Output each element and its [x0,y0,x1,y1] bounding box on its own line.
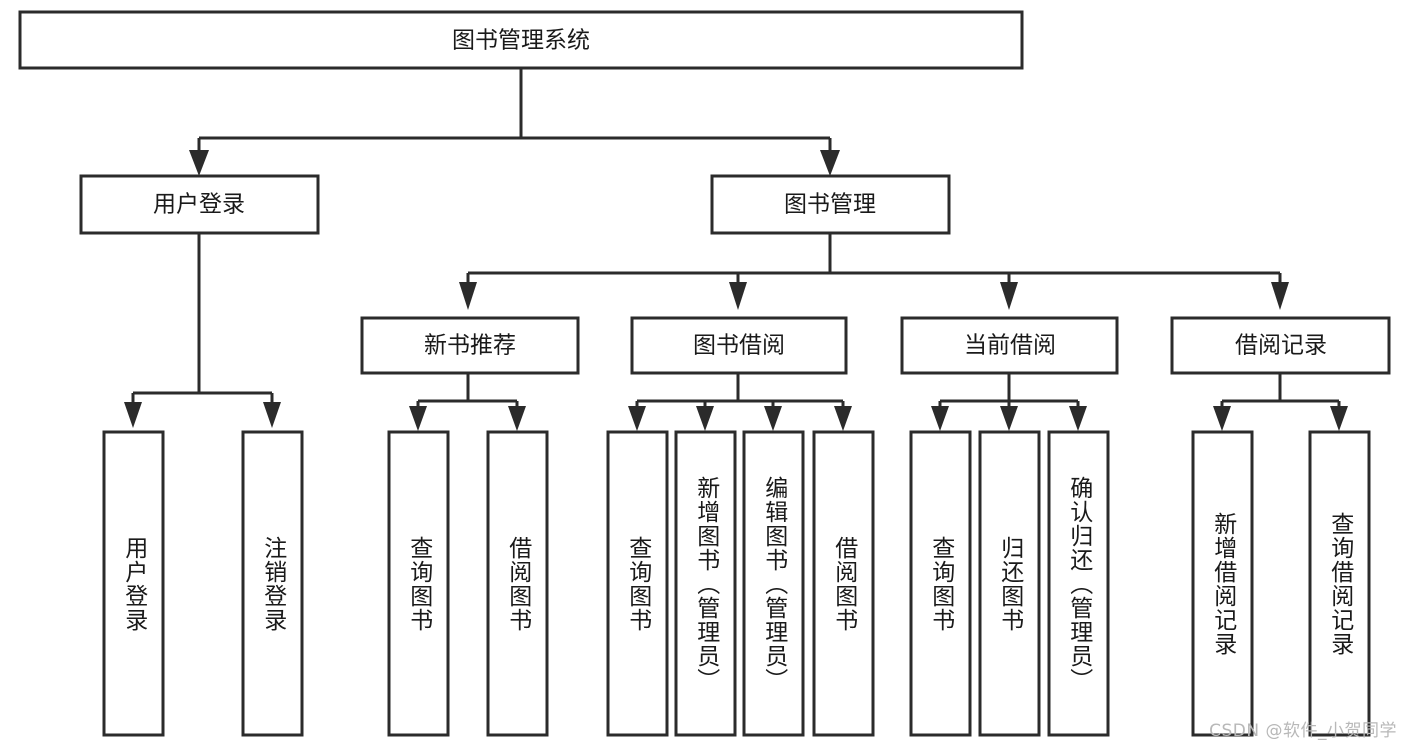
node-root-label: 图书管理系统 [452,28,590,54]
node-root[interactable]: 图书管理系统 [18,10,1024,70]
node-level1-user-login-label: 用户登录 [153,192,245,218]
connector-yonghudenglu-to-leaves [124,233,281,428]
connector-tushujieyue-to-leaves [628,373,852,431]
node-level2-book-borrow-label: 图书借阅 [693,333,785,359]
connector-jieyuejilu-to-leaves [1213,373,1348,431]
node-leaf-edit-book-admin[interactable] [742,430,805,737]
node-leaf-borrow-book-2[interactable] [812,430,875,737]
node-level2-borrow-record-label: 借阅记录 [1235,333,1327,359]
node-leaf-user-login[interactable] [102,430,165,737]
node-leaf-add-borrow-record[interactable] [1191,430,1254,737]
node-level2-new-book-recommend-label: 新书推荐 [424,333,516,359]
node-level2-borrow-record[interactable]: 借阅记录 [1170,316,1391,375]
connector-root-to-level1 [189,69,840,176]
node-leaf-query-book-1[interactable] [387,430,450,737]
connector-xinshutuijian-to-leaves [409,373,526,431]
node-leaf-add-book-admin[interactable] [674,430,737,737]
node-level1-book-management-label: 图书管理 [784,192,876,218]
node-level1-user-login[interactable]: 用户登录 [79,174,320,235]
node-level2-current-borrow-label: 当前借阅 [964,333,1056,359]
node-leaf-logout[interactable] [241,430,304,737]
node-leaf-query-borrow-record[interactable] [1308,430,1371,737]
node-level2-current-borrow[interactable]: 当前借阅 [900,316,1119,375]
node-level1-book-management[interactable]: 图书管理 [710,174,951,235]
node-leaf-return-book[interactable] [978,430,1041,737]
node-leaf-borrow-book-1[interactable] [486,430,549,737]
node-leaf-query-book-2[interactable] [606,430,669,737]
connector-tushuguanli-to-level2 [459,233,1289,310]
csdn-watermark: CSDN @软件_小贺同学 [1209,721,1397,741]
node-leaf-confirm-return-admin[interactable] [1047,430,1110,737]
connector-dangqianjieyue-to-leaves [931,373,1087,431]
node-leaf-query-book-3[interactable] [909,430,972,737]
node-level2-book-borrow[interactable]: 图书借阅 [630,316,848,375]
node-level2-new-book-recommend[interactable]: 新书推荐 [360,316,580,375]
